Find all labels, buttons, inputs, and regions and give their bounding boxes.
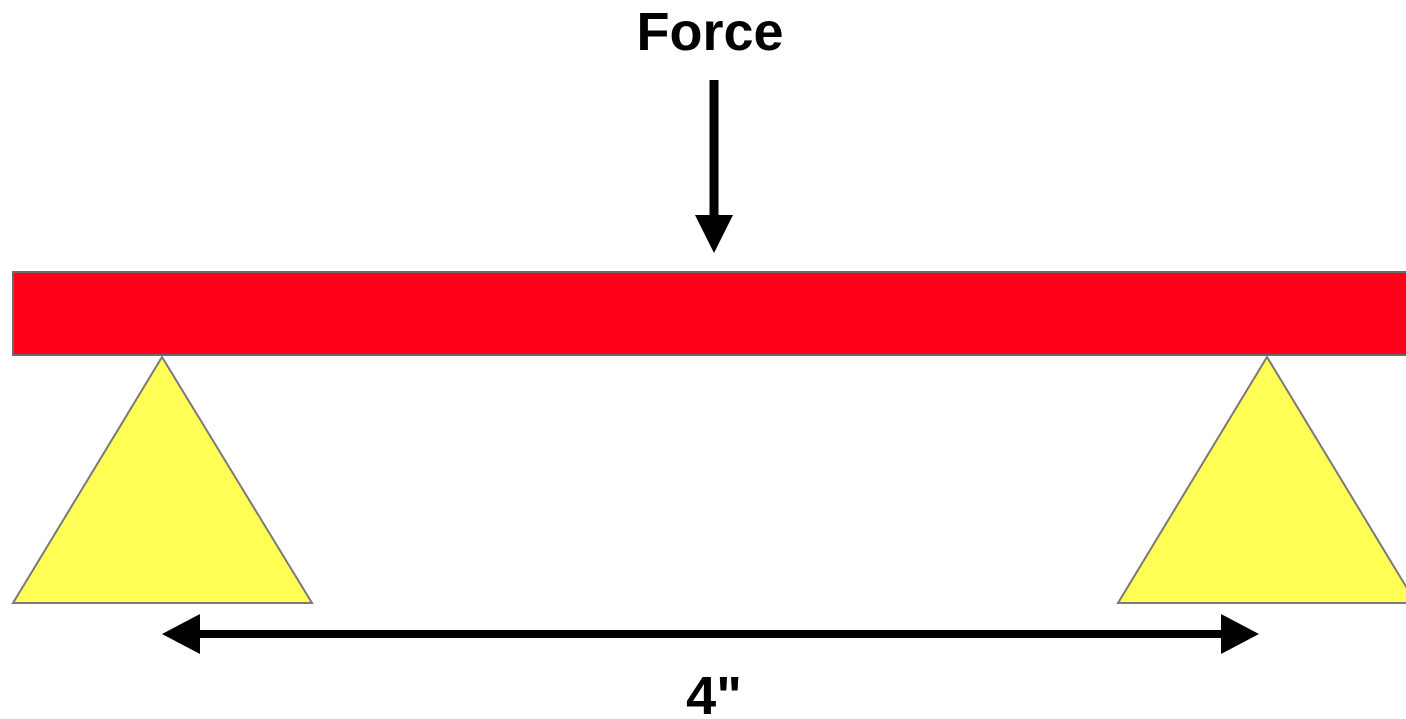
force-label: Force — [636, 2, 783, 62]
right-support-triangle — [1116, 355, 1406, 604]
left-support-triangle — [11, 355, 314, 604]
span-dimension-arrow — [162, 614, 1259, 654]
span-label: 4" — [686, 666, 742, 719]
span-arrow-right-head — [1221, 614, 1259, 654]
force-arrow-head — [695, 215, 733, 253]
span-arrow-left-head — [162, 614, 200, 654]
force-arrow — [695, 80, 733, 253]
beam — [12, 271, 1406, 356]
